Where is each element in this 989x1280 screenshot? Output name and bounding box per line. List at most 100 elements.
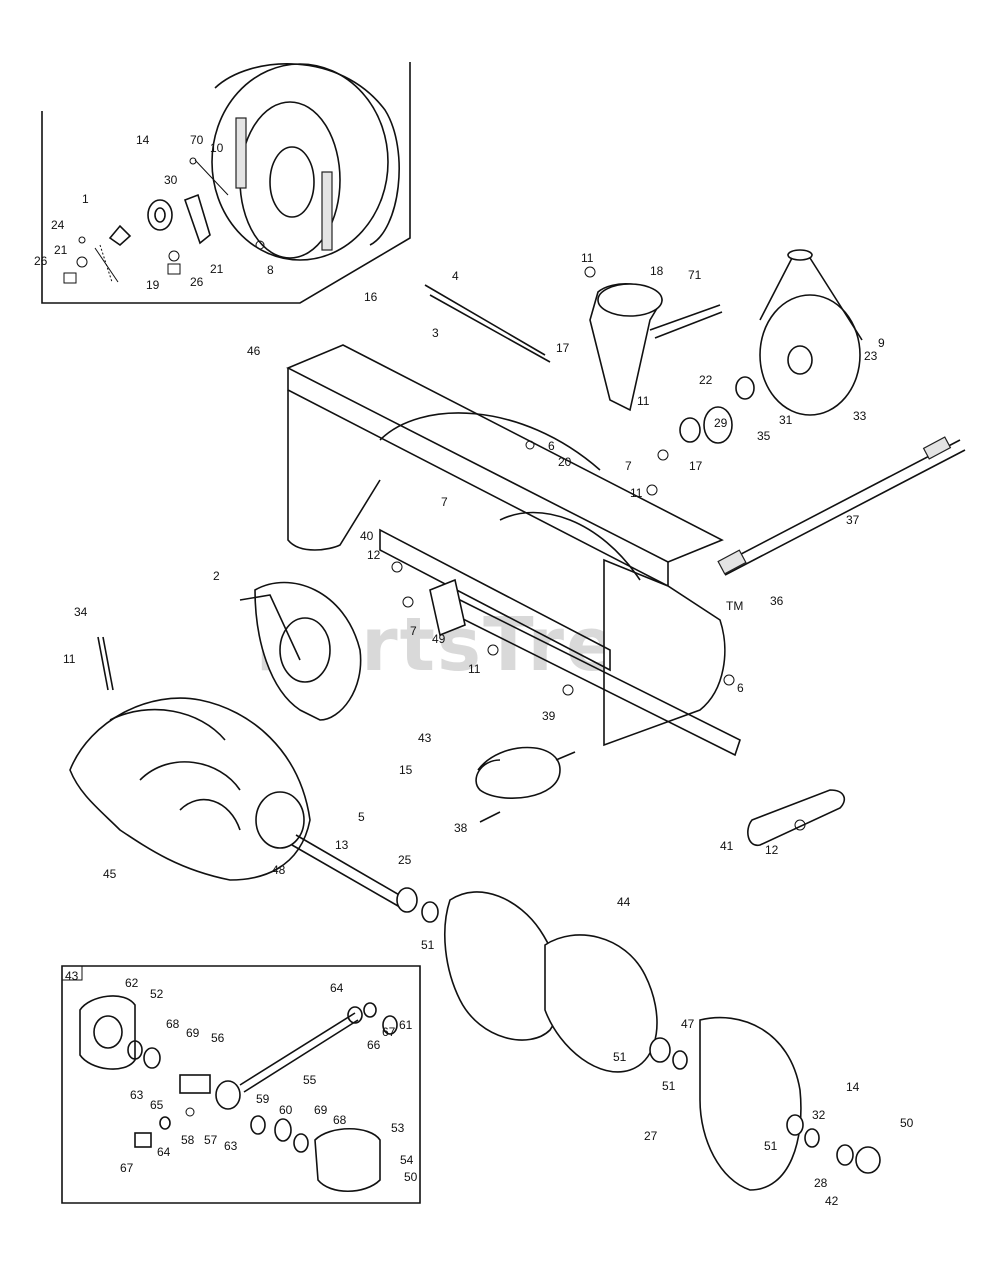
callout-label: 29 [714, 416, 728, 430]
callout-label: 23 [864, 349, 878, 363]
callout-label: 17 [556, 341, 570, 355]
inset-title: 43 [65, 969, 79, 983]
callout-label: 7 [625, 459, 632, 473]
callout-label: 47 [681, 1017, 695, 1031]
callout-label: 52 [150, 987, 164, 1001]
callout-label: 36 [770, 594, 784, 608]
callout-label: 63 [130, 1088, 144, 1102]
callout-label: 28 [814, 1176, 828, 1190]
callout-label: 16 [364, 290, 378, 304]
callout-label: 45 [103, 867, 117, 881]
callout-label: 27 [644, 1129, 658, 1143]
callout-label: 44 [617, 895, 631, 909]
callout-label: 12 [367, 548, 381, 562]
callout-label: 33 [853, 409, 867, 423]
callout-label: 2 [213, 569, 220, 583]
callout-label: 25 [398, 853, 412, 867]
callout-label: 21 [54, 243, 68, 257]
callout-label: 68 [333, 1113, 347, 1127]
callout-label: 49 [432, 632, 446, 646]
callout-label: 5 [358, 810, 365, 824]
callout-label: 34 [74, 605, 88, 619]
trademark-mark: TM [726, 599, 743, 613]
callout-label: 3 [432, 326, 439, 340]
callout-label: 64 [330, 981, 344, 995]
callout-label: 6 [548, 439, 555, 453]
callout-label: 24 [51, 218, 65, 232]
callout-label: 56 [211, 1031, 225, 1045]
callout-label: 1 [82, 192, 89, 206]
callout-label: 59 [256, 1092, 270, 1106]
callout-label: 19 [146, 278, 160, 292]
callout-label: 69 [314, 1103, 328, 1117]
callout-label: 17 [689, 459, 703, 473]
gearbox-inset-drawing [61, 965, 421, 1204]
callout-label: 51 [421, 938, 435, 952]
callout-label: 7 [410, 624, 417, 638]
callout-label: 4 [452, 269, 459, 283]
callout-label: 65 [150, 1098, 164, 1112]
callout-label: 43 [418, 731, 432, 745]
callout-label: 63 [224, 1139, 238, 1153]
callout-label: 8 [267, 263, 274, 277]
callout-label: 50 [900, 1116, 914, 1130]
callout-label: 11 [637, 394, 650, 408]
callout-label: 6 [737, 681, 744, 695]
callout-label: 62 [125, 976, 139, 990]
callout-label: 9 [878, 336, 885, 350]
callout-label: 39 [542, 709, 556, 723]
gearbox-inset-labels: 43 62 52 64 61 68 69 66 67 56 63 55 65 5… [65, 969, 418, 1184]
callout-label: 46 [247, 344, 261, 358]
callout-label: 18 [650, 264, 664, 278]
callout-label: 41 [720, 839, 734, 853]
top-inset-drawing [41, 62, 411, 304]
callout-label: 7 [441, 495, 448, 509]
callout-label: 71 [688, 268, 702, 282]
auger-drawing [69, 581, 881, 1191]
callout-label: 58 [181, 1133, 195, 1147]
callout-label: 20 [558, 455, 572, 469]
callout-label: 69 [186, 1026, 200, 1040]
callout-label: 11 [581, 251, 594, 265]
housing-drawing [286, 249, 966, 846]
callout-label: 21 [210, 262, 224, 276]
callout-label: 67 [382, 1025, 396, 1039]
callout-label: 12 [765, 843, 779, 857]
callout-label: 70 [190, 133, 204, 147]
callout-label: 10 [210, 141, 224, 155]
callout-label: 50 [404, 1170, 418, 1184]
callout-label: 37 [846, 513, 860, 527]
callout-label: 67 [120, 1161, 134, 1175]
callout-label: 40 [360, 529, 374, 543]
callout-label: 68 [166, 1017, 180, 1031]
callout-label: 26 [34, 254, 48, 268]
callout-label: 15 [399, 763, 413, 777]
callout-label: 11 [630, 486, 643, 500]
callout-label: 53 [391, 1121, 405, 1135]
callout-label: 11 [63, 652, 76, 666]
callout-label: 32 [812, 1108, 826, 1122]
callout-label: 31 [779, 413, 793, 427]
top-inset-labels: 14 70 10 30 1 24 21 26 19 26 21 8 [34, 133, 274, 292]
callout-label: 35 [757, 429, 771, 443]
main-labels: 11 18 71 4 16 3 17 46 9 23 22 33 11 31 3… [63, 251, 914, 1208]
callout-label: 51 [613, 1050, 627, 1064]
callout-label: 51 [764, 1139, 778, 1153]
callout-label: 54 [400, 1153, 414, 1167]
callout-label: 38 [454, 821, 468, 835]
callout-label: 13 [335, 838, 349, 852]
callout-label: 11 [468, 662, 481, 676]
callout-label: 22 [699, 373, 713, 387]
callout-label: 30 [164, 173, 178, 187]
callout-label: 26 [190, 275, 204, 289]
callout-label: 55 [303, 1073, 317, 1087]
callout-label: 42 [825, 1194, 839, 1208]
callout-label: 66 [367, 1038, 381, 1052]
callout-label: 64 [157, 1145, 171, 1159]
callout-label: 51 [662, 1079, 676, 1093]
callout-label: 48 [272, 863, 286, 877]
callout-label: 14 [846, 1080, 860, 1094]
callout-label: 61 [399, 1018, 413, 1032]
callout-label: 14 [136, 133, 150, 147]
